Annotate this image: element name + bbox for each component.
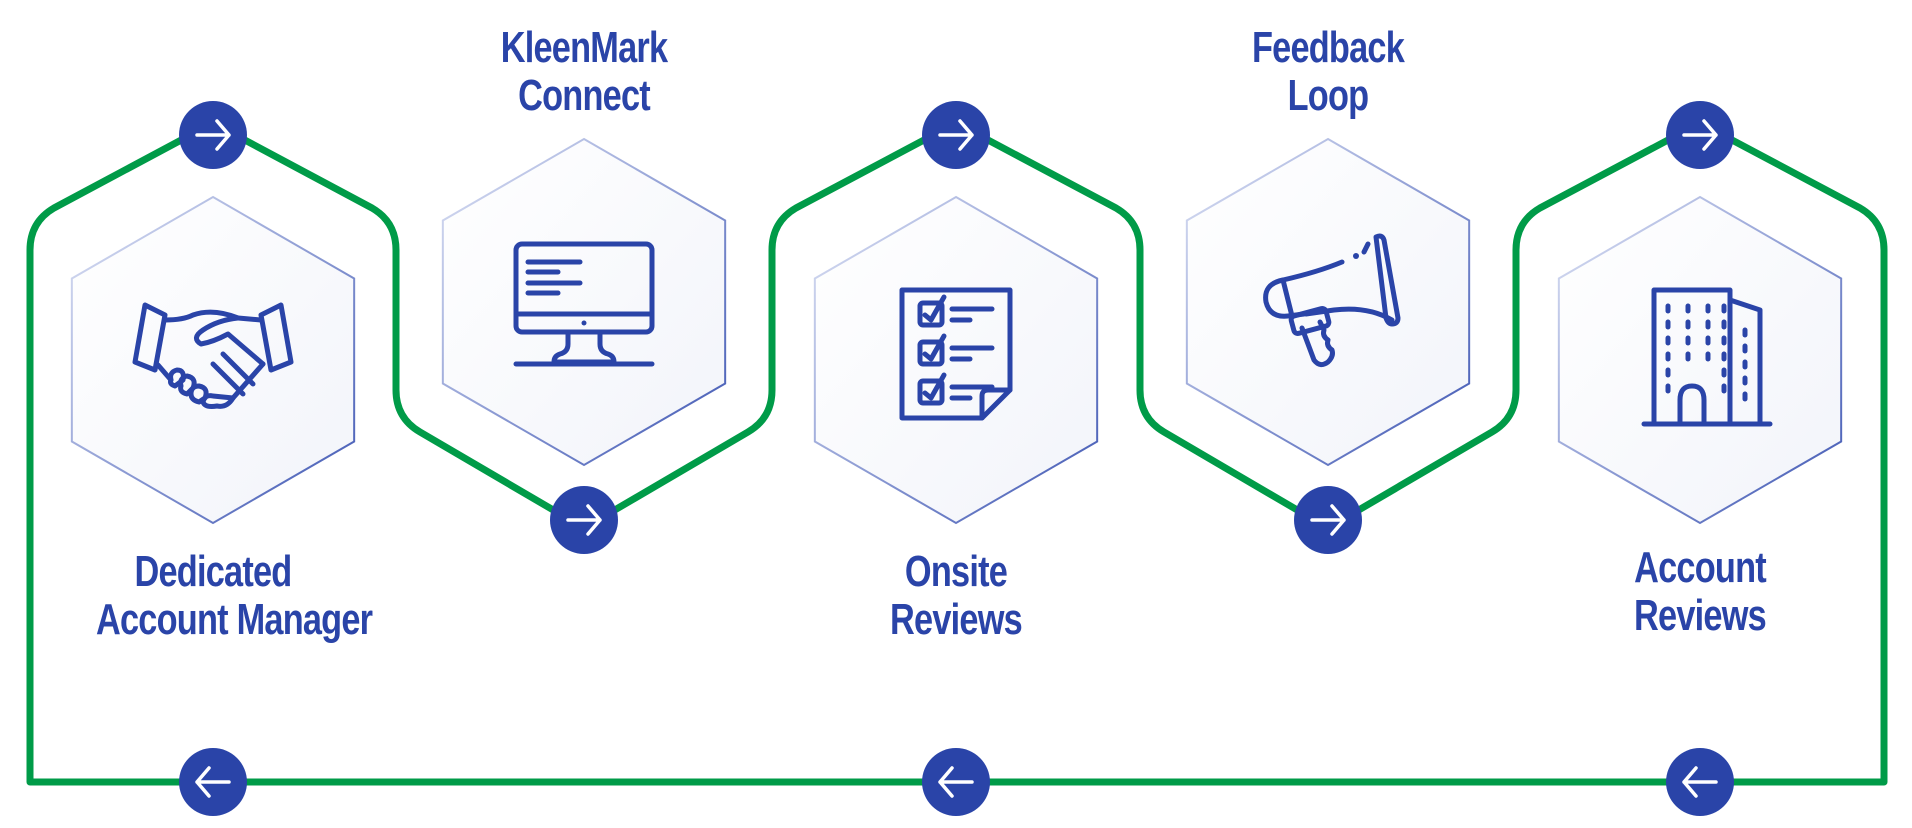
label-line-1: Onsite (904, 547, 1008, 596)
label-line-1: Feedback (1251, 23, 1405, 72)
building-icon (1641, 287, 1773, 427)
label-line-1: KleenMark (500, 23, 668, 72)
arrow-left-icon (1682, 766, 1718, 798)
monitor-icon (513, 241, 655, 367)
step-label-kleenmark-connect: KleenMark Connect (467, 24, 701, 120)
step-hexagon (1185, 137, 1471, 467)
step-label-feedback-loop: Feedback Loop (1211, 24, 1445, 120)
forward-connector (1666, 101, 1734, 169)
arrow-left-icon (195, 766, 231, 798)
arrow-right-icon (195, 119, 231, 151)
return-connector (179, 748, 247, 816)
arrow-right-icon (566, 504, 602, 536)
forward-connector (550, 486, 618, 554)
label-line-1: Account (1634, 543, 1767, 592)
arrow-right-icon (1310, 504, 1346, 536)
forward-connector (1294, 486, 1362, 554)
label-line-2: Account Manager (96, 595, 373, 644)
step-hexagon (1557, 195, 1843, 525)
step-hexagon (441, 137, 727, 467)
forward-connector (922, 101, 990, 169)
return-connector (922, 748, 990, 816)
forward-connector (179, 101, 247, 169)
megaphone-icon (1263, 233, 1401, 368)
label-line-2: Connect (518, 71, 651, 120)
arrow-right-icon (938, 119, 974, 151)
step-label-dedicated-account-manager: Dedicated Account Manager (96, 547, 373, 644)
step-label-onsite-reviews: Onsite Reviews (839, 548, 1073, 644)
handshake-icon (132, 302, 294, 409)
arrow-left-icon (938, 766, 974, 798)
step-hexagon (70, 195, 356, 525)
label-line-1: Dedicated (134, 547, 292, 596)
label-line-2: Reviews (1634, 591, 1767, 640)
return-connector (1666, 748, 1734, 816)
label-line-2: Loop (1287, 71, 1370, 120)
arrow-right-icon (1682, 119, 1718, 151)
checklist-icon (899, 287, 1013, 421)
step-label-account-reviews: Account Reviews (1583, 544, 1817, 640)
label-line-2: Reviews (890, 595, 1023, 644)
process-loop-line (26, 119, 1888, 786)
